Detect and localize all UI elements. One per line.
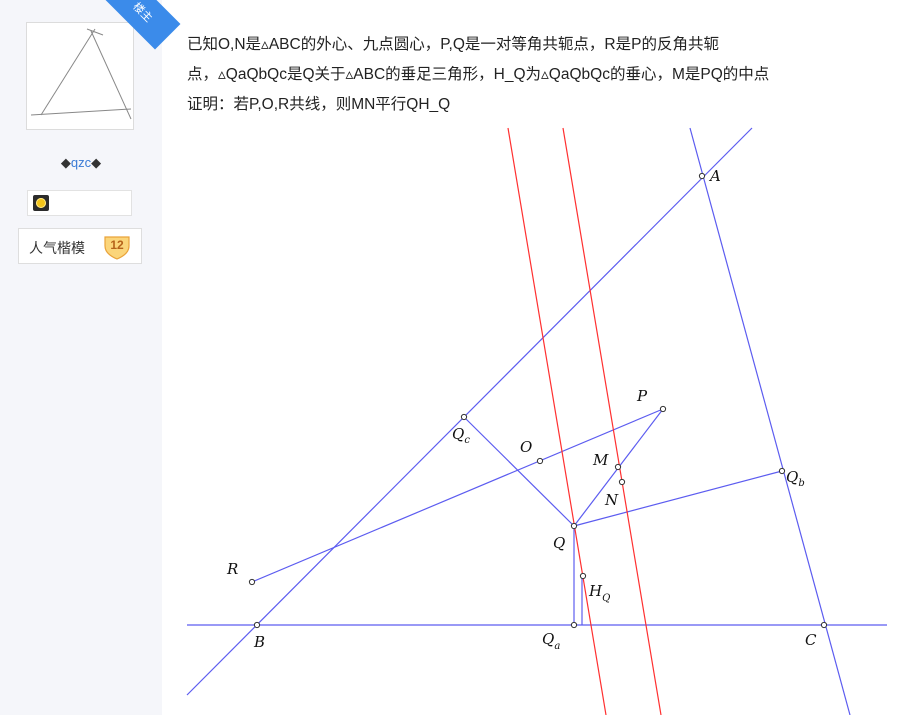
username-prefix: ◆ — [60, 155, 71, 170]
username: ◆qzc◆ — [0, 155, 162, 171]
point-p — [659, 405, 667, 413]
label-o: O — [520, 438, 532, 456]
level-badge-icon: 12 — [103, 234, 131, 260]
point-q — [570, 522, 578, 530]
line-ac — [689, 127, 851, 715]
label-b: B — [253, 633, 265, 651]
post-line-2: 点，▵QaQbQc是Q关于▵ABC的垂足三角形，H_Q为▵QaQbQc的垂心，M… — [187, 66, 770, 83]
label-q: Q — [553, 534, 565, 552]
line-q-qc — [463, 416, 575, 527]
post-line-3: 证明：若P,O,R共线，则MN平行QH_Q — [187, 96, 451, 113]
point-hq — [579, 572, 587, 580]
user-level-box[interactable]: 人气楷模 12 — [18, 228, 142, 264]
avatar-image — [30, 28, 132, 120]
figure-points — [248, 172, 828, 629]
medal-icon[interactable] — [33, 195, 49, 211]
post-body: 已知O,N是▵ABC的外心、九点圆心，P,Q是一对等角共轭点，R是P的反角共轭 … — [187, 30, 887, 120]
username-link[interactable]: qzc — [70, 155, 92, 170]
figure-blue-lines — [186, 127, 887, 715]
line-ab — [186, 127, 753, 696]
figure-red-lines — [507, 127, 662, 715]
label-hq: H — [588, 582, 603, 600]
point-b — [253, 621, 261, 629]
label-qa-sub: a — [554, 641, 560, 652]
post-line-1: 已知O,N是▵ABC的外心、九点圆心，P,Q是一对等角共轭点，R是P的反角共轭 — [187, 36, 719, 53]
level-value: 12 — [110, 238, 124, 252]
label-qc-sub: c — [464, 435, 470, 446]
point-o — [536, 457, 544, 465]
red-line-2 — [562, 127, 662, 715]
point-qb — [778, 467, 786, 475]
svg-text:Qa: Qa — [542, 630, 560, 652]
label-hq-sub: Q — [602, 593, 610, 604]
author-sidebar: 楼主 ◆qzc◆ 人气楷模 12 — [0, 0, 181, 715]
label-c: C — [805, 631, 817, 649]
point-n — [618, 478, 626, 486]
red-line-1 — [507, 127, 607, 715]
point-a — [698, 172, 706, 180]
svg-text:Qb: Qb — [786, 468, 805, 489]
point-m — [614, 463, 622, 471]
label-qc: Q — [452, 425, 464, 443]
svg-text:Qc: Qc — [452, 425, 470, 446]
label-n: N — [604, 491, 619, 509]
point-r — [248, 578, 256, 586]
figure-labels: A B C P O M N Q R Qc Qb Qa HQ — [226, 167, 817, 652]
avatar[interactable] — [26, 22, 134, 130]
user-title: 人气楷模 — [29, 240, 85, 256]
line-q-qb — [573, 470, 783, 527]
label-p: P — [636, 387, 648, 405]
line-rp — [251, 408, 664, 583]
label-m: M — [592, 451, 609, 469]
label-r: R — [226, 560, 238, 578]
label-qa: Q — [542, 630, 554, 648]
medal-box — [27, 190, 132, 216]
svg-text:HQ: HQ — [588, 582, 610, 604]
label-qb: Q — [786, 468, 798, 486]
point-c — [820, 621, 828, 629]
point-qc — [460, 413, 468, 421]
label-a: A — [708, 167, 721, 185]
username-suffix: ◆ — [91, 155, 102, 170]
label-qb-sub: b — [798, 478, 804, 489]
point-qa — [570, 621, 578, 629]
